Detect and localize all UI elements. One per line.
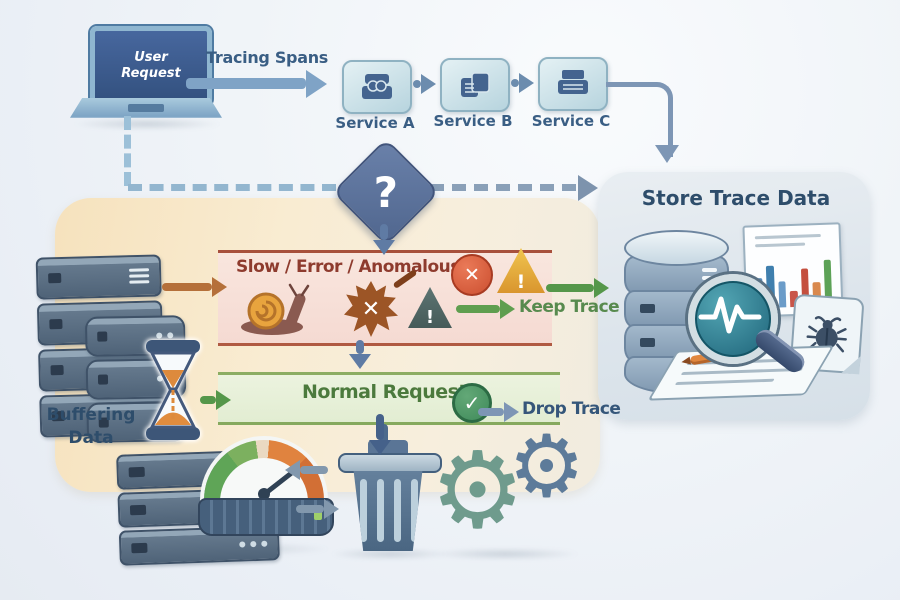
server-port xyxy=(48,273,62,284)
keep-trace-arrow xyxy=(456,305,500,313)
service-a-label: Service A xyxy=(335,114,415,132)
gear-shadow xyxy=(430,548,580,560)
buffering-data-label: Buffering Data xyxy=(36,404,146,450)
service-c-icon xyxy=(558,70,588,94)
buffer-to-slow-arrow xyxy=(162,283,212,291)
keep-trace-store-arrow xyxy=(546,284,594,292)
laptop-touchpad xyxy=(128,104,164,112)
trash-slat xyxy=(394,479,401,542)
tracing-arrow xyxy=(186,78,306,89)
buffering-line2: Data xyxy=(68,427,114,448)
user-request-label: User Request xyxy=(121,49,181,81)
gear-icon: ⚙ xyxy=(508,417,586,517)
service-b-icon xyxy=(461,72,490,97)
splat-x-mark: ✕ xyxy=(361,296,381,322)
check-circle-icon: ✓ xyxy=(452,383,492,423)
pulse-line xyxy=(698,296,762,334)
server-unit xyxy=(35,254,162,300)
db-dash xyxy=(702,276,717,280)
trash-inflow-arrow xyxy=(376,414,384,440)
service-box-a xyxy=(342,60,412,114)
hourglass-icon xyxy=(146,340,200,440)
chart-bar xyxy=(778,281,787,308)
trash-slat xyxy=(377,479,384,542)
service-c-to-store-arrow xyxy=(606,82,673,157)
drop-trace-label: Drop Trace xyxy=(522,399,621,419)
doc-line xyxy=(754,234,821,240)
gear-icon: ⚙ xyxy=(430,429,526,552)
server-leds xyxy=(239,540,268,548)
slow-band-label: Slow / Error / Anomalous xyxy=(236,257,460,277)
keep-trace-label: Keep Trace xyxy=(519,297,620,317)
arrow-service-b-c xyxy=(511,79,519,87)
service-box-b xyxy=(440,58,510,112)
paper-line xyxy=(674,378,775,386)
error-x-mark: ✕ xyxy=(464,264,480,286)
service-c-label: Service C xyxy=(531,112,611,130)
gauge-icon xyxy=(198,440,334,536)
warning-exclamation: ! xyxy=(516,271,526,293)
buffer-to-normal-arrow xyxy=(200,396,216,404)
service-a-icon xyxy=(362,74,392,99)
db-port xyxy=(640,338,655,347)
service-box-c xyxy=(538,57,608,111)
drop-trace-arrow xyxy=(478,408,504,416)
gauge-led xyxy=(314,508,322,520)
server-port xyxy=(50,364,64,376)
server-vents xyxy=(128,268,150,284)
normal-request-band xyxy=(218,372,560,425)
server-port xyxy=(49,318,63,330)
server-port xyxy=(128,466,145,477)
server-port xyxy=(97,374,109,385)
normal-band-label: Normal Request xyxy=(302,381,468,403)
error-circle-icon: ✕ xyxy=(451,254,493,296)
dashed-arrowhead xyxy=(578,175,598,201)
server-port xyxy=(129,504,147,515)
laptop-shadow xyxy=(72,118,222,130)
db-dash xyxy=(702,268,717,272)
check-mark: ✓ xyxy=(463,391,481,415)
question-mark: ? xyxy=(373,167,399,217)
store-title: Store Trace Data xyxy=(641,186,831,210)
alert-exclamation: ! xyxy=(425,307,435,328)
trash-slat xyxy=(360,479,367,542)
service-c-to-store-arrowhead xyxy=(655,145,679,163)
tracing-spans-label: Tracing Spans xyxy=(206,48,329,67)
db-port xyxy=(640,304,655,313)
trash-shadow xyxy=(330,548,450,560)
trash-slat xyxy=(411,479,418,542)
band-to-trash-arrow xyxy=(380,424,388,444)
dashed-line-vertical xyxy=(124,116,131,186)
buffering-line1: Buffering xyxy=(46,405,136,425)
gauge-hub xyxy=(258,488,270,500)
server-port xyxy=(131,542,148,553)
paper-line xyxy=(680,367,804,376)
doc-line xyxy=(755,242,806,248)
snail-icon xyxy=(241,283,310,335)
service-b-label: Service B xyxy=(433,112,513,130)
db-top xyxy=(624,230,729,266)
arrow-service-a-b xyxy=(413,80,421,88)
dashed-line-right xyxy=(430,184,576,191)
diamond-to-band-arrow xyxy=(380,224,388,240)
server-port xyxy=(97,331,108,342)
trash-to-gauge-arrow xyxy=(300,466,328,474)
gauge-to-trash-arrow xyxy=(296,505,324,513)
dashed-line-left xyxy=(128,184,336,191)
trash-body xyxy=(353,471,423,551)
trash-can-icon xyxy=(338,440,442,552)
slow-to-normal-arrow xyxy=(356,340,364,354)
laptop-screen: User Request xyxy=(90,26,212,106)
trash-lid xyxy=(338,453,442,473)
